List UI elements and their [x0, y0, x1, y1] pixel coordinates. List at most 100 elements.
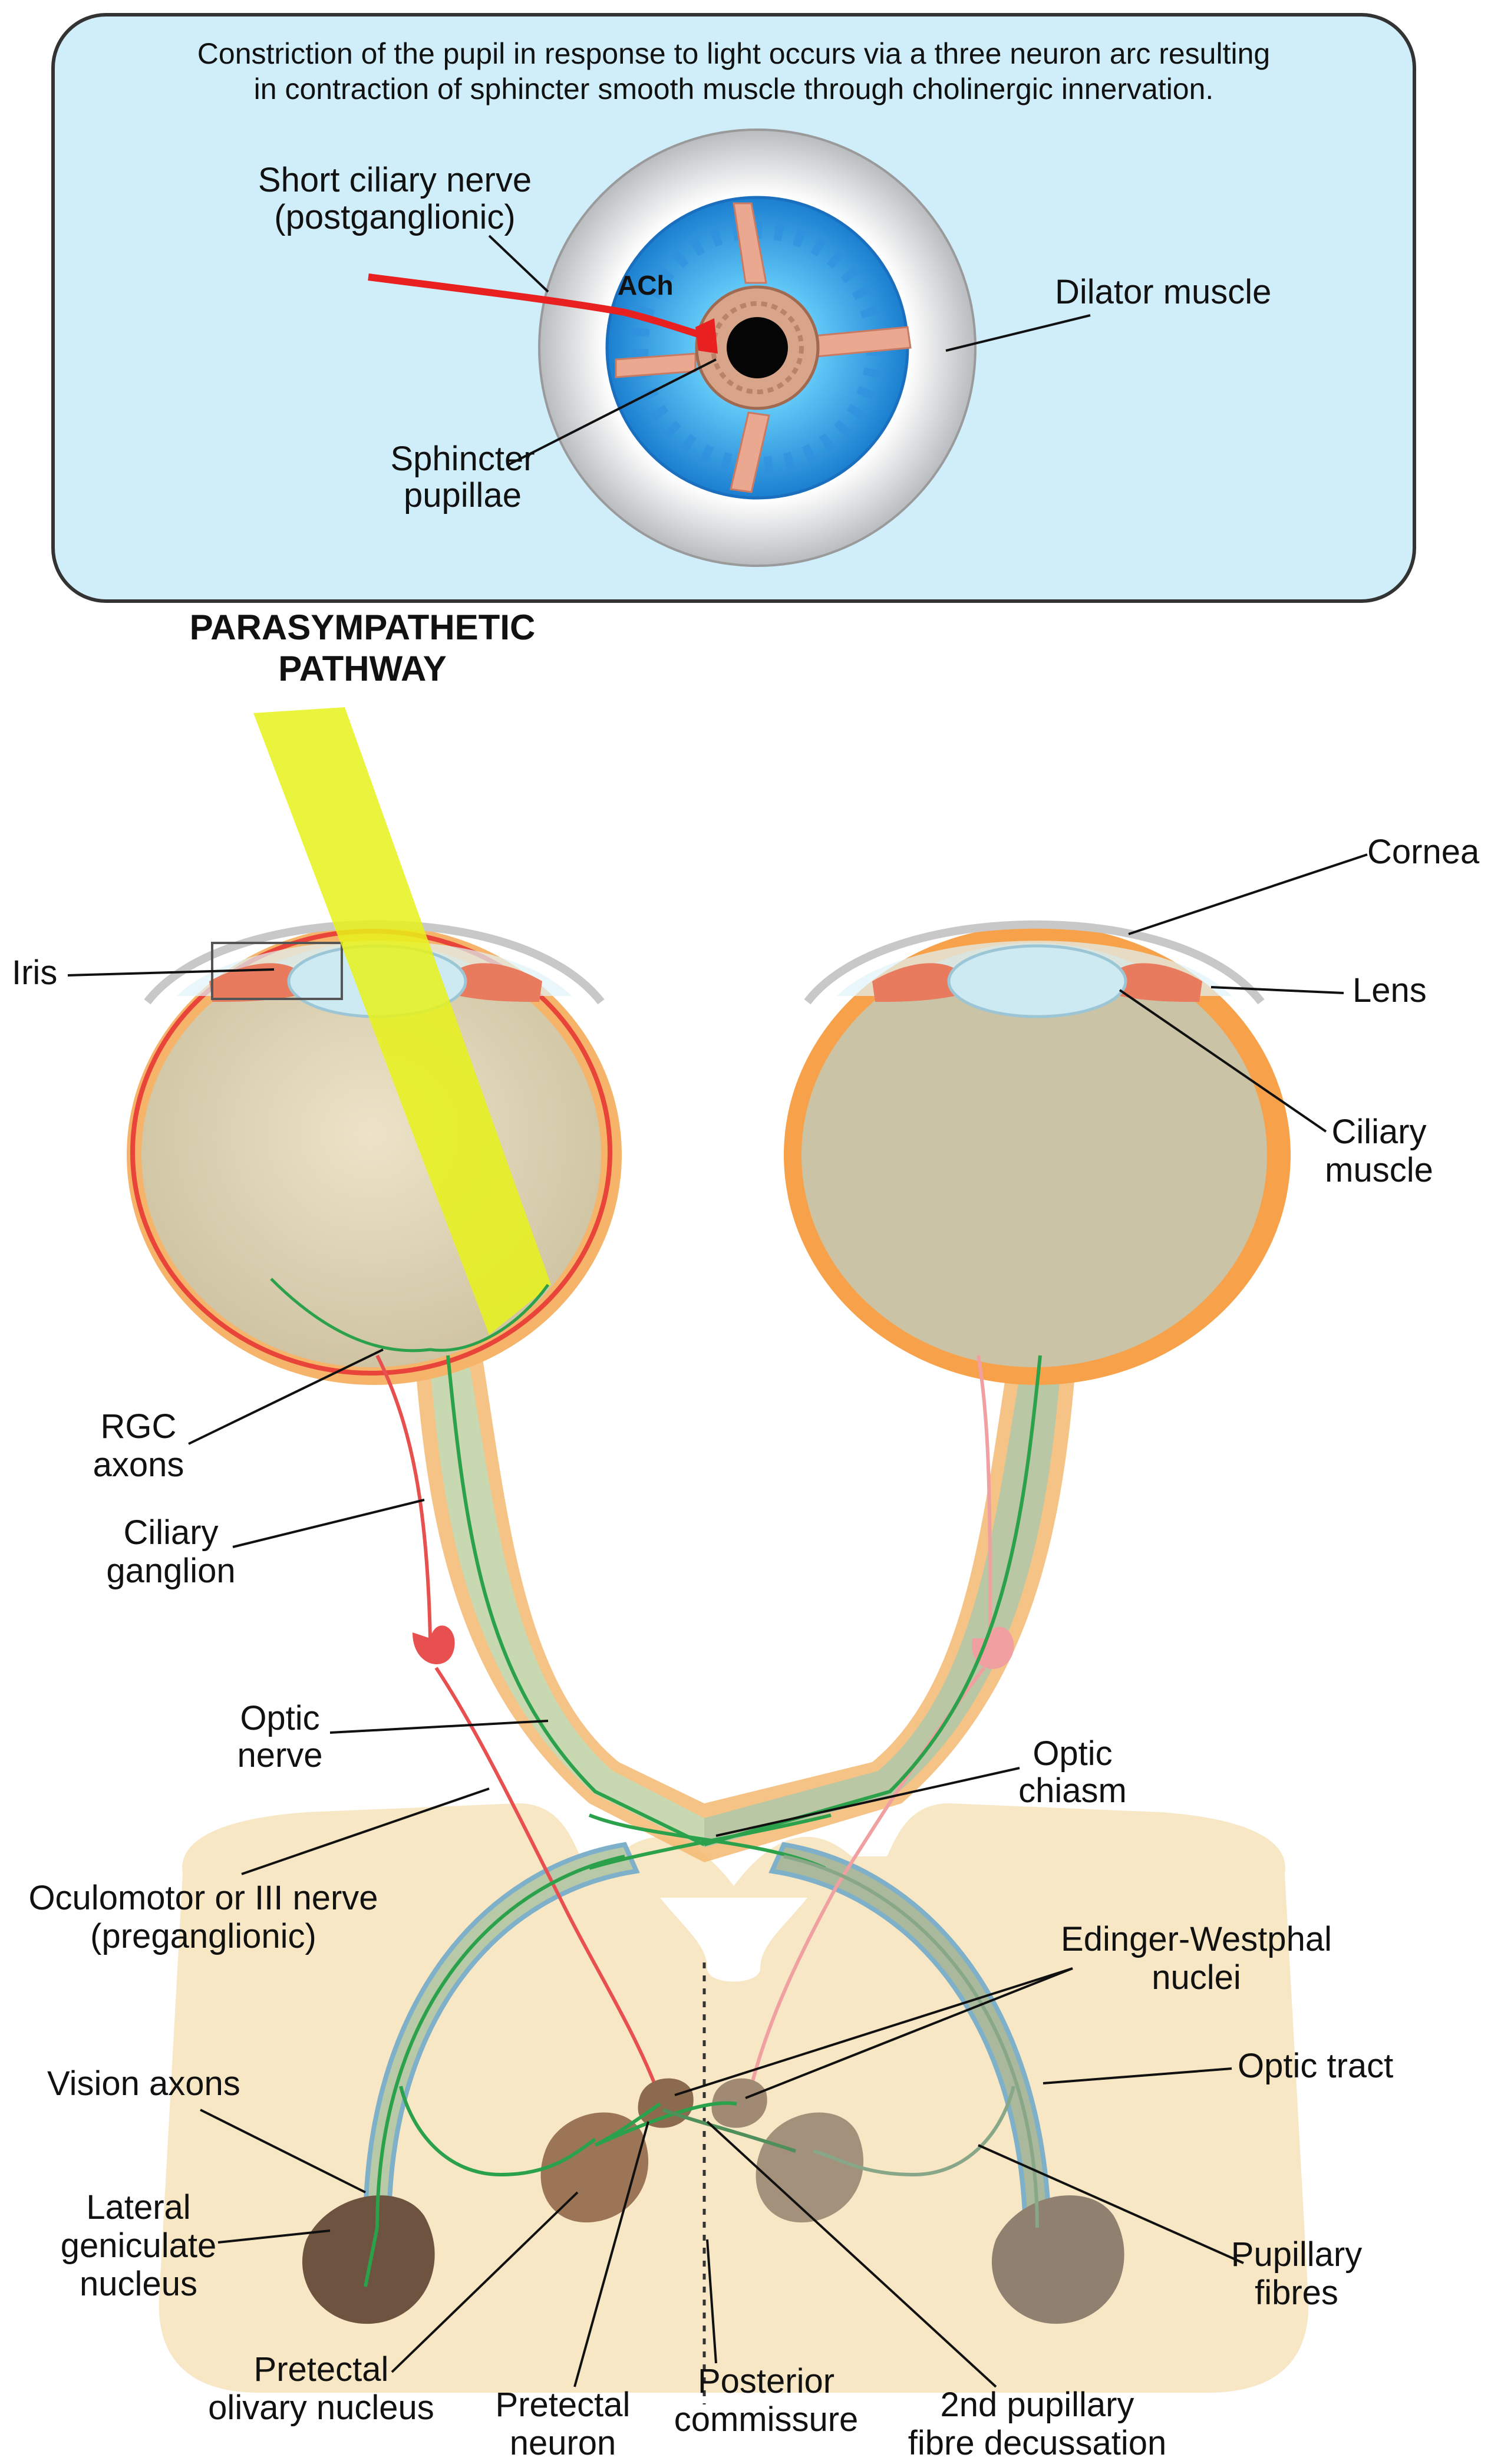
- edinger-westphal-label-2: nuclei: [1152, 1958, 1241, 1997]
- cerebral-aqueduct-notch: [660, 1898, 807, 1982]
- sphincter-leader: [506, 358, 717, 467]
- left-optic-nerve-fibres: [446, 1355, 705, 1846]
- inset-dilator-muscle-bands: [615, 202, 912, 493]
- iris-leader: [67, 968, 275, 977]
- right-ciliary-ganglion: [972, 1627, 1014, 1670]
- left-pretectal-olivary-nucleus: [540, 2112, 649, 2223]
- pretectal-neuron-label-2: neuron: [510, 2424, 616, 2461]
- iris-label: Iris: [12, 954, 57, 992]
- caption-line-1: Constriction of the pupil in response to…: [197, 37, 1270, 70]
- left-ciliary-ganglion: [413, 1625, 455, 1664]
- pupillary-fibres-leader: [978, 2144, 1244, 2264]
- pretectal-neuron-leader: [573, 2121, 649, 2387]
- decussation-label-1: 2nd pupillary: [941, 2386, 1134, 2424]
- right-cornea: [804, 920, 1265, 1005]
- vision-axons-label: Vision axons: [47, 2064, 240, 2103]
- edinger-westphal-leader-right: [745, 1967, 1073, 2099]
- short-ciliary-nerve-leader: [488, 235, 549, 293]
- left-oculomotor-nerve: [434, 1667, 662, 2099]
- vision-axons-leader: [200, 2109, 366, 2193]
- right-iris-left: [872, 963, 961, 1002]
- right-eye: [784, 920, 1291, 1385]
- pupillary-fibres-label-1: Pupillary: [1231, 2235, 1362, 2274]
- pretectal-olivary-label-1: Pretectal: [254, 2350, 389, 2389]
- lens-label: Lens: [1353, 971, 1427, 1010]
- left-lgn-fibres: [364, 2227, 379, 2287]
- caption-line-2: in contraction of sphincter smooth muscl…: [254, 72, 1214, 105]
- lgn-label-3: nucleus: [80, 2265, 197, 2303]
- optic-chiasm-label-2: chiasm: [1018, 1772, 1127, 1810]
- inset-panel: Constriction of the pupil in response to…: [51, 13, 1416, 603]
- right-pupillary-fibre-branch: [813, 2086, 1015, 2177]
- right-short-ciliary-nerve: [977, 1355, 992, 1639]
- edinger-westphal-leader-left: [674, 1967, 1073, 2096]
- rgc-axons-leader: [188, 1348, 384, 1445]
- right-eye-globe: [801, 943, 1267, 1367]
- pupillary-fibres-label-2: fibres: [1255, 2274, 1338, 2312]
- ciliary-ganglion-label-1: Ciliary: [123, 1513, 218, 1552]
- sphincter-label-2: pupillae: [404, 476, 522, 514]
- lens-leader: [1210, 986, 1344, 994]
- lgn-label-2: geniculate: [61, 2226, 216, 2265]
- right-lens: [947, 944, 1127, 1018]
- right-iris-right: [1114, 963, 1202, 1002]
- inset-ach-label: ACh: [618, 270, 674, 301]
- right-pretectal-olivary-nucleus: [756, 2112, 864, 2223]
- dilator-muscle-leader: [945, 314, 1091, 352]
- cornea-leader: [1128, 853, 1368, 935]
- edinger-westphal-label-1: Edinger-Westphal: [1061, 1920, 1332, 1958]
- lgn-leader: [217, 2229, 331, 2244]
- dilator-muscle-label: Dilator muscle: [1055, 273, 1271, 311]
- left-rgc-axons: [270, 1278, 550, 1353]
- decussation-label-2: fibre decussation: [908, 2424, 1166, 2461]
- posterior-commissure-label-1: Posterior: [698, 2362, 834, 2400]
- sphincter-label-1: Sphincter: [390, 440, 535, 478]
- inset-nerve-terminal: [695, 318, 718, 354]
- pupillary-fibres: [364, 1355, 1042, 2287]
- lgn-label-1: Lateral: [86, 2188, 190, 2226]
- short-ciliary-nerve-label-2: (postganglionic): [274, 198, 515, 236]
- optic-nerve-label-2: nerve: [237, 1736, 322, 1774]
- ciliary-ganglion-leader: [232, 1499, 425, 1548]
- cornea-label: Cornea: [1367, 833, 1480, 871]
- posterior-commissure-fibres: [662, 2108, 796, 2153]
- ciliary-ganglion-label-2: ganglion: [106, 1552, 235, 1590]
- posterior-commissure-leader: [706, 2239, 717, 2364]
- left-optic-nerve: [413, 1326, 704, 1862]
- right-lateral-geniculate-nucleus: [991, 2195, 1124, 2324]
- inset-eye: [538, 128, 977, 567]
- nuclei: [302, 2078, 1124, 2324]
- oculomotor-label-2: (preganglionic): [90, 1917, 316, 1955]
- optic-nerve-label-1: Optic: [240, 1699, 319, 1737]
- posterior-commissure-label-2: commissure: [674, 2400, 859, 2439]
- pretectal-olivary-leader: [391, 2191, 579, 2373]
- right-optic-nerve-fibres: [704, 1355, 1042, 1846]
- left-eye: [127, 707, 622, 1385]
- pretectal-neuron-label-1: Pretectal: [496, 2386, 631, 2424]
- left-pupillary-fibre-branch: [399, 2086, 596, 2177]
- ciliary-muscle-leader: [1119, 989, 1327, 1133]
- optic-chiasm-label-1: Optic: [1033, 1734, 1112, 1773]
- pathway-heading-1: PARASYMPATHETIC: [190, 608, 536, 647]
- short-ciliary-nerve-label-1: Short ciliary nerve: [258, 161, 532, 199]
- light-beam: [253, 707, 551, 1335]
- left-tract-fibres: [375, 1855, 625, 2228]
- left-iris: [209, 963, 301, 1002]
- optic-nerve-leader: [329, 1720, 549, 1734]
- optic-chiasm-leader: [715, 1767, 1020, 1837]
- decussation-leader: [706, 2120, 997, 2388]
- optic-tract-label: Optic tract: [1238, 2047, 1393, 2085]
- ciliary-muscle-label-1: Ciliary: [1331, 1113, 1426, 1151]
- optic-tract-leader: [1043, 2067, 1232, 2084]
- right-tract-fibres: [783, 1855, 1039, 2228]
- pretectal-olivary-label-2: olivary nucleus: [208, 2389, 434, 2427]
- rgc-axons-label-1: RGC: [101, 1407, 177, 1446]
- ciliary-muscle-label-2: muscle: [1325, 1151, 1433, 1189]
- right-edinger-westphal-nucleus: [711, 2078, 767, 2128]
- oculomotor-leader: [241, 1787, 490, 1875]
- rgc-axons-label-2: axons: [93, 1446, 184, 1484]
- oculomotor-label-1: Oculomotor or III nerve: [28, 1879, 378, 1917]
- left-short-ciliary-nerve: [375, 1354, 432, 1639]
- inset-pupil: [727, 317, 788, 378]
